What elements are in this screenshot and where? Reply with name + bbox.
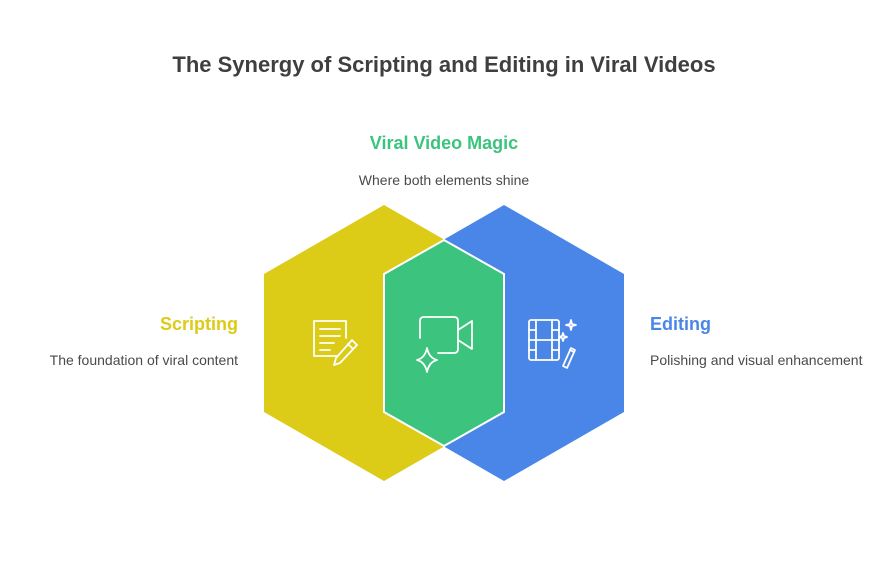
document-pencil-icon <box>313 320 358 366</box>
video-camera-sparkle-icon <box>416 316 473 373</box>
center-heading: Viral Video Magic <box>369 133 519 153</box>
editing-heading: Editing <box>650 314 711 334</box>
film-magic-wand-icon <box>528 319 577 369</box>
scripting-label: Scripting The foundation of viral conten… <box>18 314 238 369</box>
editing-description: Polishing and visual enhancement <box>650 352 863 368</box>
center-label: Viral Video Magic Where both elements sh… <box>244 133 644 188</box>
diagram-title: The Synergy of Scripting and Editing in … <box>172 52 716 77</box>
scripting-description: The foundation of viral content <box>49 352 238 368</box>
scripting-heading: Scripting <box>159 314 238 334</box>
center-description: Where both elements shine <box>358 172 530 188</box>
overlap-region <box>383 238 505 448</box>
editing-label: Editing Polishing and visual enhancement <box>650 314 870 369</box>
